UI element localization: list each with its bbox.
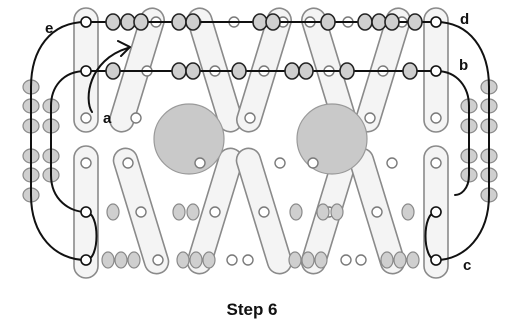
top-thread-beads-second xyxy=(133,13,400,31)
hole xyxy=(226,254,238,266)
bead xyxy=(202,251,216,269)
bead xyxy=(301,251,315,269)
hole xyxy=(430,206,442,218)
bead xyxy=(106,203,120,221)
bead xyxy=(185,62,201,80)
hole xyxy=(307,157,319,169)
second-thread-beads xyxy=(105,62,418,80)
bead xyxy=(371,13,387,31)
bead xyxy=(401,203,415,221)
bead xyxy=(231,62,247,80)
thread-left-outer xyxy=(30,21,87,88)
hole xyxy=(135,206,147,218)
hole xyxy=(430,112,442,124)
hole xyxy=(258,206,270,218)
bead xyxy=(120,13,136,31)
bead xyxy=(288,251,302,269)
hole xyxy=(430,65,442,77)
bead xyxy=(133,13,149,31)
bead xyxy=(393,251,407,269)
label-c: c xyxy=(463,257,471,274)
bead xyxy=(284,62,300,80)
thread-through-holes xyxy=(80,16,442,266)
bead xyxy=(114,251,128,269)
bead xyxy=(127,251,141,269)
hole xyxy=(80,254,92,266)
hole xyxy=(152,254,164,266)
hole xyxy=(80,157,92,169)
bead xyxy=(289,203,303,221)
bead xyxy=(189,251,203,269)
bead xyxy=(330,203,344,221)
hole xyxy=(209,206,221,218)
hole xyxy=(80,206,92,218)
hole xyxy=(80,16,92,28)
hole xyxy=(371,206,383,218)
hole xyxy=(364,112,376,124)
side-beads-right xyxy=(460,79,498,203)
hole xyxy=(80,65,92,77)
hole xyxy=(274,157,286,169)
bead xyxy=(252,13,268,31)
thread-right-outer-bottom xyxy=(435,194,490,261)
side-beads-left xyxy=(22,79,60,203)
large-disks xyxy=(153,103,368,175)
label-a: a xyxy=(103,110,112,127)
bead xyxy=(314,251,328,269)
bead xyxy=(171,62,187,80)
hole xyxy=(355,254,367,266)
bead xyxy=(185,13,201,31)
thread-left-outer-bottom xyxy=(30,194,87,261)
bead xyxy=(105,62,121,80)
bead xyxy=(298,62,314,80)
bead xyxy=(265,13,281,31)
bead xyxy=(172,203,186,221)
step-caption: Step 6 xyxy=(226,300,277,319)
bead xyxy=(316,203,330,221)
hole xyxy=(242,254,254,266)
bead xyxy=(320,13,336,31)
thread-right-inner-bottom xyxy=(454,174,470,196)
label-b: b xyxy=(459,57,468,74)
thread-right-outer xyxy=(435,21,490,88)
disk-left xyxy=(153,103,225,175)
hole xyxy=(194,157,206,169)
label-d: d xyxy=(460,11,469,28)
bead xyxy=(406,251,420,269)
hole xyxy=(130,112,142,124)
bead xyxy=(407,13,423,31)
hole xyxy=(340,254,352,266)
bead xyxy=(186,203,200,221)
bead xyxy=(101,251,115,269)
bead xyxy=(384,13,400,31)
disk-right xyxy=(296,103,368,175)
label-e: e xyxy=(45,20,53,37)
bead xyxy=(402,62,418,80)
hole xyxy=(80,112,92,124)
hole xyxy=(386,157,398,169)
hole xyxy=(430,254,442,266)
hole xyxy=(122,157,134,169)
bead xyxy=(357,13,373,31)
bottom-beads xyxy=(101,203,420,269)
arrowhead-icon xyxy=(117,40,131,57)
hole xyxy=(430,16,442,28)
hole xyxy=(244,112,256,124)
bead xyxy=(171,13,187,31)
bead xyxy=(105,13,121,31)
bead xyxy=(339,62,355,80)
hole xyxy=(430,157,442,169)
thread-arrow-path xyxy=(87,47,129,113)
bead xyxy=(176,251,190,269)
bead xyxy=(380,251,394,269)
